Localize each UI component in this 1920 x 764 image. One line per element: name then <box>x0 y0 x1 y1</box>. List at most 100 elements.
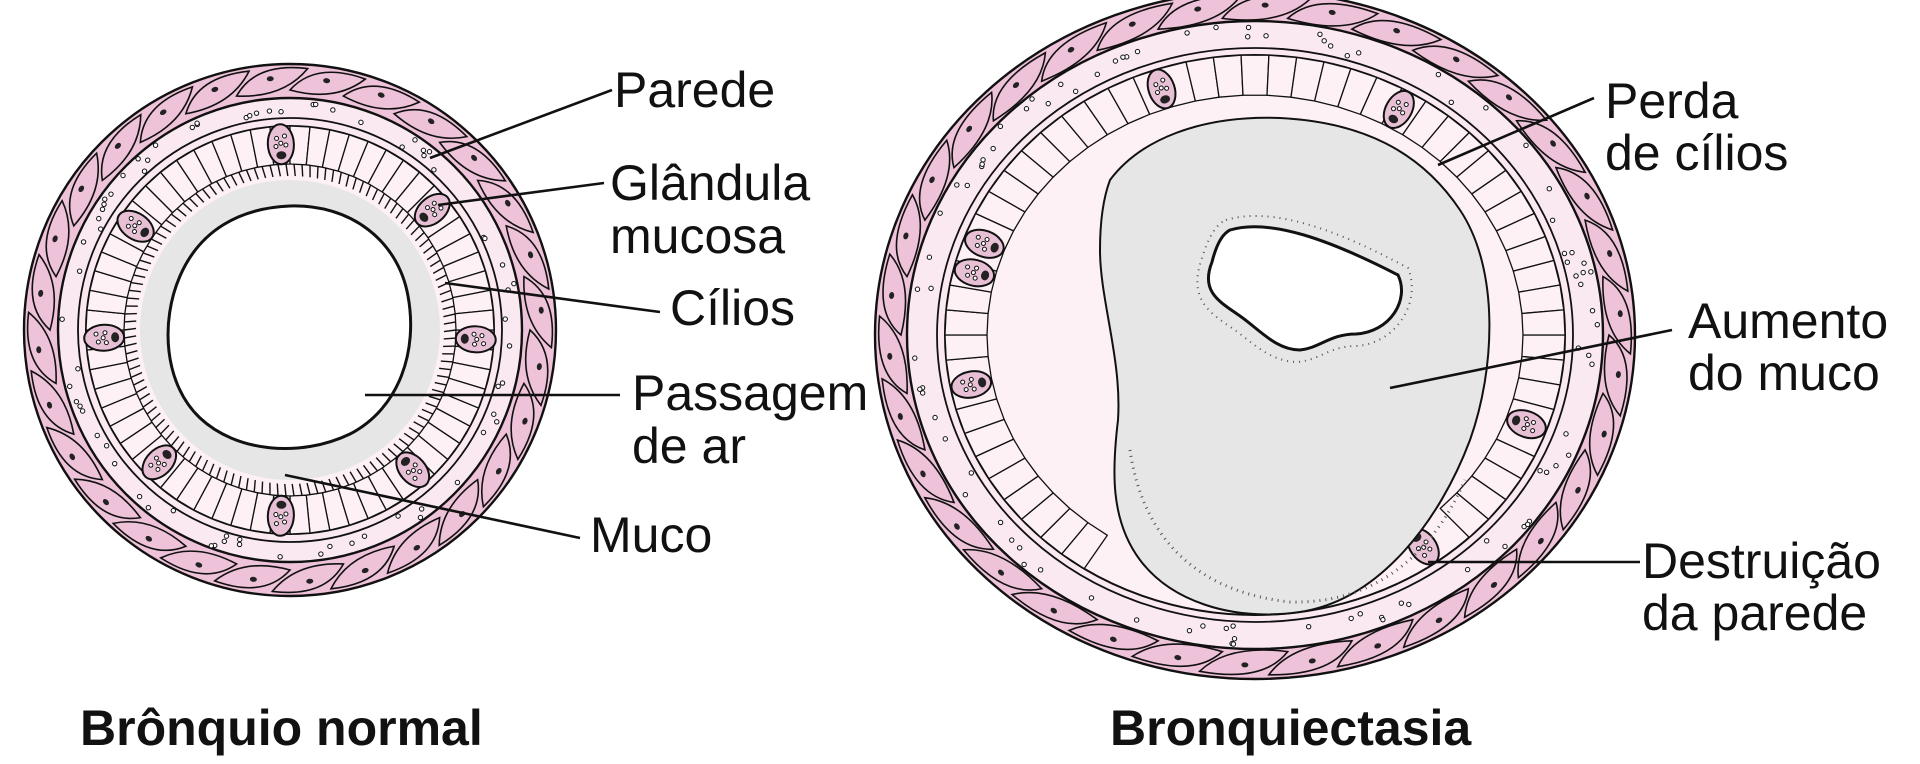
connective-dot <box>1549 217 1556 223</box>
bronchiectasis <box>873 0 1637 681</box>
muscle-nucleus <box>69 453 76 461</box>
muscle-cell <box>1197 649 1290 676</box>
muscle-cell <box>877 314 908 395</box>
gland-granule <box>417 469 423 475</box>
gland-granule <box>1396 106 1402 112</box>
leader-cilia-loss <box>1437 96 1595 167</box>
cilium <box>428 395 441 401</box>
muscle-nucleus <box>889 291 895 299</box>
connective-dot <box>1348 615 1354 622</box>
ectasia-mucus-mass <box>1098 116 1491 616</box>
ectasia-mucous-glands <box>950 68 1547 566</box>
cilium <box>125 350 138 355</box>
connective-dot <box>1588 269 1594 275</box>
gland-granule <box>1153 82 1159 88</box>
gland-granule <box>980 240 986 246</box>
connective-dot <box>312 101 319 108</box>
muscle-nucleus <box>102 499 109 506</box>
connective-dot <box>358 119 364 126</box>
connective-dot <box>1464 566 1471 573</box>
connective-dot <box>79 408 86 414</box>
epithelial-cell <box>1439 492 1490 539</box>
cilium <box>128 289 141 293</box>
gland-granule <box>960 379 966 385</box>
muscle-nucleus <box>52 235 58 243</box>
connective-dot <box>1317 31 1323 37</box>
connective-dot <box>1186 627 1193 634</box>
connective-dot <box>1357 611 1363 617</box>
cilium <box>306 482 311 495</box>
connective-dot <box>75 366 81 372</box>
muscle-nucleus <box>377 92 385 98</box>
cilium <box>165 430 175 441</box>
connective-dot <box>506 343 513 349</box>
label-airway-line2: de ar <box>632 418 746 474</box>
mucous-gland <box>1382 89 1415 129</box>
connective-dot <box>1546 185 1552 192</box>
gland-granule <box>155 466 161 472</box>
connective-dot <box>1230 623 1236 629</box>
connective-dot <box>141 168 148 174</box>
cilium <box>261 166 267 179</box>
gland-granule <box>274 135 280 141</box>
connective-dot <box>1112 58 1119 64</box>
cilium <box>358 180 365 193</box>
connective-dot <box>1483 105 1489 111</box>
cilium <box>352 177 357 190</box>
muscle-nucleus <box>1615 371 1621 379</box>
muscle-cell <box>288 71 367 96</box>
muscle-cell <box>923 496 995 551</box>
cilium <box>439 289 452 296</box>
connective-dot <box>494 419 500 425</box>
muscle-cell <box>1267 640 1354 676</box>
cilium <box>176 207 187 217</box>
muscle-cell <box>45 426 104 481</box>
cilium <box>429 259 441 268</box>
connective-dot <box>135 156 141 162</box>
gland-granule <box>283 142 289 148</box>
mucous-gland <box>395 451 431 489</box>
cilium <box>230 174 238 186</box>
connective-dot <box>1017 545 1023 551</box>
gland-granule <box>438 205 444 211</box>
connective-dot <box>1344 53 1350 59</box>
gland-granule <box>1390 106 1396 112</box>
connective-dot <box>980 157 986 163</box>
connective-dot <box>1327 43 1334 49</box>
cilium <box>408 427 420 435</box>
connective-dot <box>417 514 424 521</box>
gland-granule <box>1395 99 1401 105</box>
gland-granule <box>472 341 478 347</box>
muscle-nucleus <box>249 576 257 582</box>
cilium <box>245 478 249 491</box>
muscle-cell <box>1554 166 1614 232</box>
connective-dot <box>1586 352 1592 359</box>
title-bronchiectasis: Bronquiectasia <box>1110 700 1472 756</box>
muscle-nucleus <box>1012 82 1020 89</box>
muscle-cell <box>1096 2 1174 52</box>
cilium <box>276 483 279 496</box>
connective-dot <box>1523 142 1529 149</box>
connective-dot <box>170 507 177 514</box>
connective-dot <box>1009 537 1015 543</box>
muscle-nucleus <box>36 346 42 354</box>
connective-dot <box>1029 96 1035 102</box>
connective-dot <box>954 182 960 188</box>
connective-dot <box>223 533 230 539</box>
muscle-nucleus <box>495 467 502 475</box>
connective-dot <box>482 235 488 242</box>
gland-granule <box>273 512 279 518</box>
muscle-cell <box>1559 448 1592 532</box>
gland-granule <box>153 455 159 461</box>
muscle-cell <box>1517 500 1559 580</box>
connective-dot <box>990 145 996 152</box>
gland-granule <box>278 514 284 520</box>
gland-nucleus <box>990 242 999 253</box>
cilium <box>150 412 161 422</box>
cilium <box>238 475 242 489</box>
cilium <box>155 231 167 239</box>
connective-dot <box>136 493 143 500</box>
connective-dot <box>247 112 253 119</box>
cilium <box>142 399 154 408</box>
muscle-nucleus <box>1328 9 1336 15</box>
